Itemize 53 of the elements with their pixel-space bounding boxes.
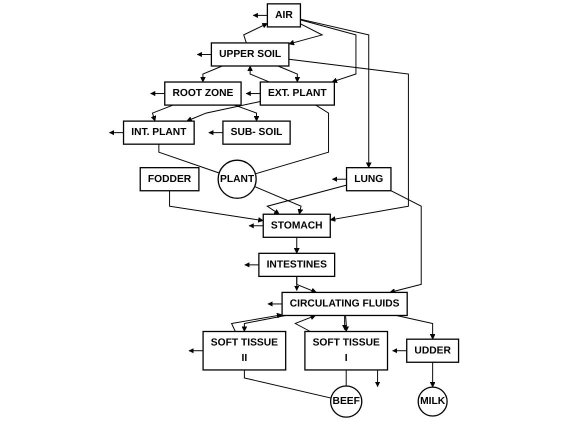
- arrow: [288, 23, 324, 46]
- arrow: [266, 184, 348, 214]
- arrow: [342, 315, 348, 330]
- arrow: [208, 130, 224, 136]
- compartment-box: INT. PLANT: [122, 120, 195, 145]
- arrow: [169, 190, 264, 223]
- arrow: [252, 12, 268, 18]
- arrow: [278, 66, 300, 82]
- arrow: [294, 276, 300, 291]
- arrow: [242, 315, 286, 332]
- arrow: [294, 314, 316, 332]
- compartment-box: INTESTINES: [258, 252, 336, 278]
- arrow: [300, 18, 372, 168]
- arrow: [288, 58, 409, 222]
- compartment-box: SOFT TISSUE II: [202, 330, 286, 371]
- arrow: [246, 91, 261, 96]
- arrow: [248, 223, 264, 228]
- compartment-box: SUB- SOIL: [222, 120, 291, 145]
- arrow: [267, 301, 283, 306]
- arrow: [375, 369, 380, 388]
- arrow: [150, 104, 174, 122]
- compartment-circle: MILK: [418, 386, 448, 417]
- compartment-circle: BEEF: [330, 385, 362, 418]
- compartment-box: CIRCULATING FLUIDS: [281, 292, 408, 316]
- compartment-circle: PLANT: [217, 160, 257, 199]
- compartment-box: ROOT ZONE: [164, 81, 242, 106]
- arrow: [430, 362, 436, 388]
- arrow: [108, 130, 124, 136]
- arrow: [300, 19, 356, 84]
- arrow: [390, 190, 422, 294]
- arrow: [188, 348, 204, 354]
- arrow: [200, 66, 223, 82]
- arrow: [254, 186, 304, 214]
- arrow: [186, 101, 261, 122]
- compartment-box: AIR: [266, 3, 302, 28]
- arrow: [244, 262, 260, 268]
- arrow: [196, 52, 212, 58]
- compartment-box: SOFT TISSUE I: [304, 330, 388, 371]
- arrow: [294, 236, 300, 254]
- arrow: [343, 315, 350, 332]
- compartment-box: EXT. PLANT: [260, 81, 335, 106]
- arrow: [247, 66, 270, 82]
- compartment-box: FODDER: [140, 167, 200, 192]
- compartment-box: STOMACH: [262, 214, 331, 238]
- compartment-box: UPPER SOIL: [210, 42, 290, 67]
- arrow: [243, 23, 268, 44]
- compartment-box: UDDER: [406, 338, 460, 363]
- arrow: [332, 176, 348, 182]
- arrow: [392, 348, 408, 354]
- compartment-box: LUNG: [346, 167, 392, 192]
- arrow: [150, 91, 166, 96]
- arrow: [230, 312, 282, 332]
- arrow: [396, 315, 436, 340]
